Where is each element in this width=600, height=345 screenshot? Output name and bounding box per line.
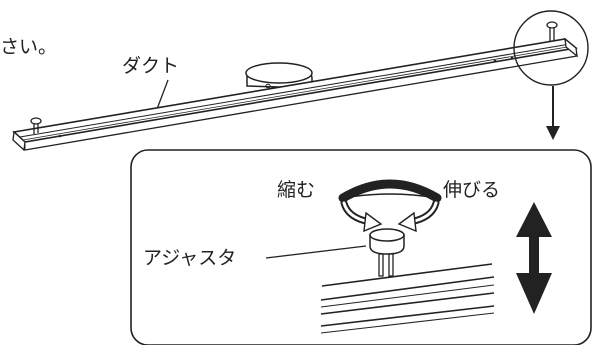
rail-closeup <box>320 263 495 334</box>
adjuster-label: アジャスタ <box>143 247 236 269</box>
shrink-label: 縮む <box>277 179 315 201</box>
duct-rail <box>12 37 578 152</box>
extend-label: 伸びる <box>443 179 500 201</box>
detail-panel <box>130 149 592 345</box>
adjuster-label-leader <box>265 245 367 259</box>
rotate-right-arrow <box>397 199 440 233</box>
instruction-text-fragment: さい。 <box>0 36 57 58</box>
duct-label-leader <box>156 79 169 110</box>
left-adjuster-screw <box>30 117 42 134</box>
adjuster-knob <box>369 228 405 277</box>
ceiling-canopy <box>245 62 313 89</box>
duct-label: ダクト <box>122 55 179 77</box>
vertical-adjust-arrow <box>516 202 552 314</box>
rotation-ring <box>338 179 442 203</box>
rotate-left-arrow <box>340 199 383 233</box>
zoom-arrow <box>546 86 560 140</box>
detail-highlight-circle <box>513 10 589 86</box>
right-adjuster-screw <box>546 21 558 42</box>
